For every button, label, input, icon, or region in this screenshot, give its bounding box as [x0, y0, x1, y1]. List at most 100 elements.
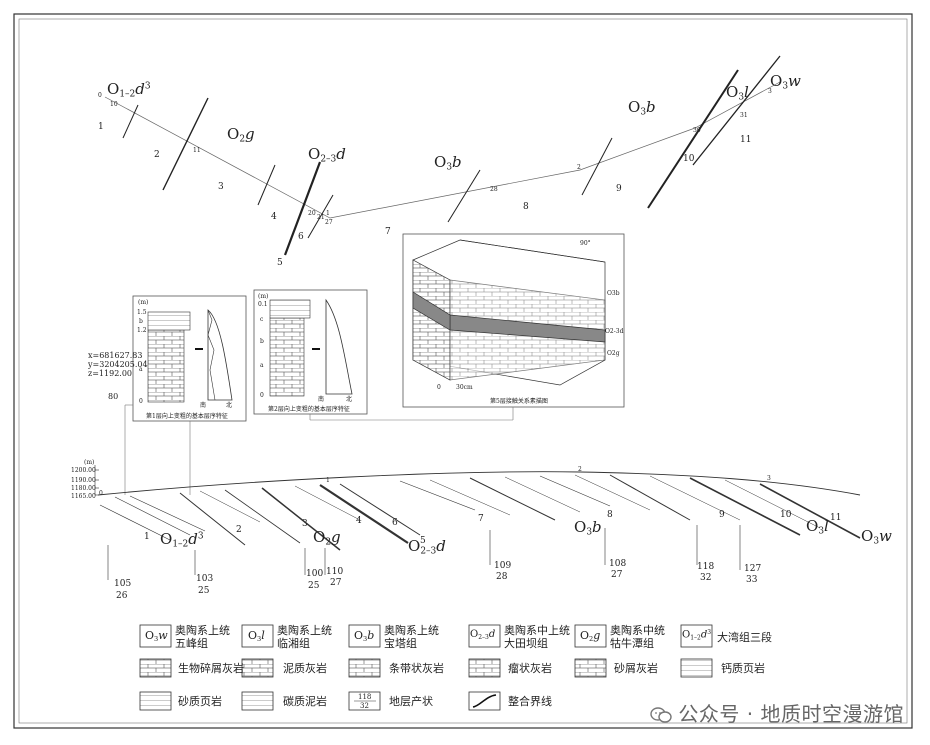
- section-bed-6: 6: [392, 518, 398, 528]
- outer-frame: [13, 13, 913, 729]
- section-elev-zero: 0: [99, 490, 103, 497]
- attitude-1-dip: 26: [116, 591, 128, 601]
- attitude-3-dip: 25: [308, 581, 320, 591]
- top-contacts: [122, 55, 781, 256]
- top-unit-label-o12d3: O1–2d3: [107, 80, 151, 100]
- attitude-8-dip: 33: [746, 575, 758, 585]
- section-elev-1190: 1190.00: [71, 477, 96, 484]
- top-bed-1: 1: [98, 122, 104, 132]
- traverse-route-line: [104, 81, 781, 219]
- attitude-1-dir: 105: [114, 579, 132, 589]
- legend-attitude-sym-top: 118: [358, 693, 372, 701]
- section-bed-1: 1: [144, 532, 150, 542]
- coord-z: z=1192.00: [88, 369, 132, 378]
- section-bed-3: 3: [302, 519, 308, 529]
- top-unit-label-o3b-b: O3b: [628, 98, 656, 118]
- legend-conformable-contact-line: [472, 694, 497, 708]
- top-unit-label-o23d: O2–3d: [308, 145, 346, 165]
- section-elev-1200: 1200.00: [71, 467, 96, 474]
- attitude-6-dir: 108: [609, 559, 627, 569]
- section-unit-o3b: O3b: [574, 518, 602, 538]
- legend-row2-label-1: 生物碎屑灰岩: [178, 662, 244, 675]
- column2-frame: [253, 289, 368, 415]
- block-scale-0: 0: [437, 384, 441, 391]
- top-station-1: 1: [326, 210, 330, 217]
- coord-x: x=681627.83: [88, 351, 143, 360]
- block-diagram-frame: [402, 233, 625, 408]
- column1-tick-5: 0: [139, 398, 143, 405]
- attitude-7-dip: 32: [700, 573, 712, 583]
- section-bed-9: 9: [719, 510, 725, 520]
- legend-attitude-sym-bot: 32: [360, 702, 369, 710]
- top-station-27: 27: [325, 219, 333, 226]
- inner-frame: [18, 18, 908, 724]
- top-bed-8: 8: [523, 202, 529, 212]
- attitude-5-dir: 109: [494, 561, 512, 571]
- section-bed-5: 5: [420, 536, 426, 546]
- legend-row2-label-6: 钙质页岩: [721, 662, 765, 675]
- legend-sym-o2g: O2g: [580, 629, 601, 643]
- column2-tick-4: a: [260, 362, 264, 369]
- section-unit-o3l: O3l: [806, 517, 829, 537]
- watermark-text: 公众号 · 地质时空漫游馆: [678, 702, 904, 726]
- top-unit-label-o3w: O3w: [770, 72, 801, 92]
- section-bed-4: 4: [356, 516, 362, 526]
- top-station-10: 10: [110, 101, 118, 108]
- top-unit-label-o3b-a: O3b: [434, 153, 462, 173]
- top-bed-4: 4: [271, 212, 277, 222]
- azimuth-label: 80: [108, 392, 119, 401]
- legend-row3-label-4: 整合界线: [508, 695, 552, 708]
- section-bed-11: 11: [830, 513, 842, 523]
- column1-frame: [132, 295, 247, 422]
- block-label-o2g: O2g: [607, 350, 620, 357]
- top-bed-11: 11: [740, 135, 752, 145]
- top-station-30: 30: [693, 127, 701, 134]
- top-unit-label-o3l: O3l: [726, 83, 749, 103]
- column2-axis-unit: (m): [258, 293, 269, 300]
- block-caption: 第5层接触关系素描图: [490, 398, 548, 405]
- section-elev-1180: 1180.00: [71, 485, 96, 492]
- column1-axis-unit: (m): [138, 299, 149, 306]
- attitude-8-dir: 127: [744, 564, 762, 574]
- legend-sym-o3l: O3l: [248, 629, 265, 643]
- top-station-28: 28: [490, 186, 498, 193]
- column2-bottom-south: 南: [318, 396, 325, 403]
- connector-lines: [124, 404, 514, 495]
- attitude-5-dip: 28: [496, 572, 508, 582]
- attitude-4-dip: 27: [330, 578, 342, 588]
- top-unit-label-o2g: O2g: [227, 125, 255, 145]
- legend-symbol-boxes: [139, 624, 713, 648]
- top-bed-7: 7: [385, 227, 391, 237]
- watermark: 公众号 · 地质时空漫游馆: [650, 698, 904, 727]
- top-bed-9: 9: [616, 184, 622, 194]
- attitude-4-dir: 110: [326, 567, 344, 577]
- section-unit-o2g: O2g: [313, 528, 341, 548]
- column2-tick-5: 0: [260, 392, 264, 399]
- legend-row1-label-2: 奥陶系上统 临湘组: [277, 624, 332, 650]
- legend-sym-o3b: O3b: [354, 629, 375, 643]
- legend-row1-label-5: 奥陶系中统 牯牛潭组: [610, 624, 665, 650]
- legend-row2-label-5: 砂屑灰岩: [614, 662, 658, 675]
- top-station-21: 21: [317, 214, 325, 221]
- column2-tick-1: 0.1: [258, 301, 268, 308]
- column1-caption: 第1层向上变粗的基本层序特征: [146, 413, 228, 420]
- legend-row2-label-3: 条带状灰岩: [389, 662, 444, 675]
- column1-bottom-south: 南: [200, 402, 207, 409]
- column1-tick-2: b: [139, 318, 143, 325]
- legend-row1-label-6: 大湾组三段: [717, 631, 772, 644]
- top-bed-2: 2: [154, 150, 160, 160]
- legend-sym-o23d: O2–3d: [470, 629, 496, 641]
- section-unit-o12d3: O1–2d3: [160, 530, 204, 550]
- column1-log: [147, 309, 233, 403]
- legend-row1-label-1: 奥陶系上统 五峰组: [175, 624, 230, 650]
- top-station-31: 31: [740, 112, 748, 119]
- legend-row3-label-2: 碳质泥岩: [283, 695, 327, 708]
- section-attitude-leaders: [107, 525, 741, 580]
- column2-log: [269, 298, 353, 397]
- section-unit-o3w: O3w: [861, 527, 892, 547]
- legend-row2-label-2: 泥质灰岩: [283, 662, 327, 675]
- block-label-o23d: O2-3d: [605, 328, 624, 335]
- section-bed-10: 10: [780, 510, 792, 520]
- top-bed-5: 5: [277, 258, 283, 268]
- section-unit-o23d: O2–3d: [408, 537, 446, 557]
